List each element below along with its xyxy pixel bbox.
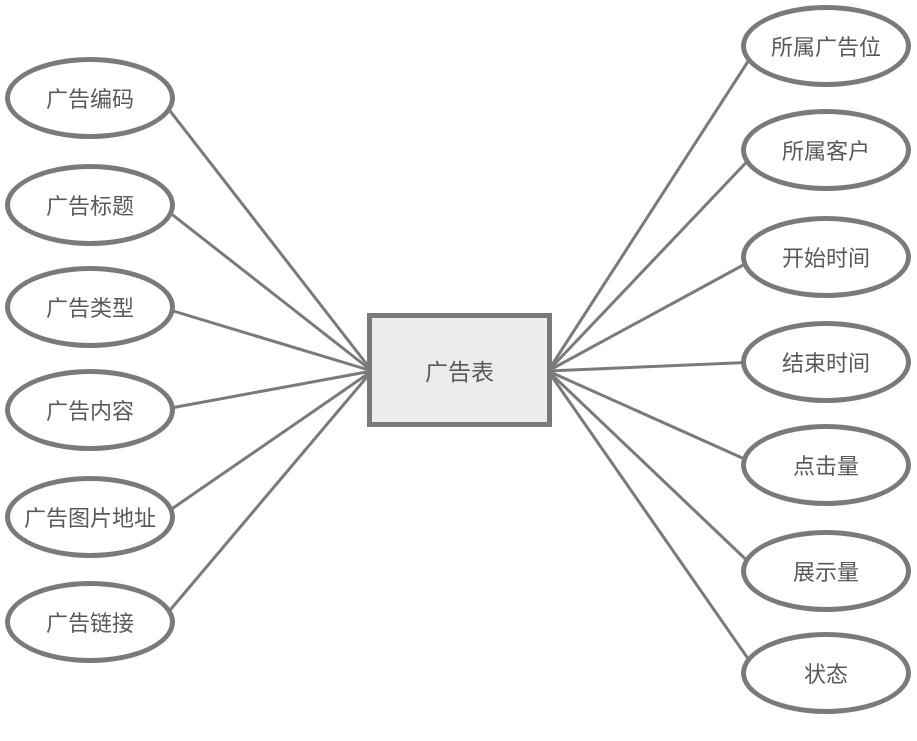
connector-ad-slot xyxy=(546,45,760,372)
attribute-node-ad-code: 广告编码 xyxy=(5,57,175,139)
connector-ad-link xyxy=(158,370,374,623)
attribute-node-customer: 所属客户 xyxy=(741,109,911,191)
connector-ad-code xyxy=(158,97,374,372)
connector-status xyxy=(546,370,760,674)
attribute-node-ad-title: 广告标题 xyxy=(5,164,175,246)
entity-box-ad-table: 广告表 xyxy=(367,313,552,427)
attribute-node-ad-image-url: 广告图片地址 xyxy=(5,476,175,558)
connector-clicks xyxy=(547,369,759,467)
attribute-node-start-time: 开始时间 xyxy=(741,216,911,298)
attribute-node-clicks: 点击量 xyxy=(741,424,911,506)
attribute-node-status: 状态 xyxy=(741,632,911,714)
attribute-node-ad-slot: 所属广告位 xyxy=(741,5,911,87)
connector-customer xyxy=(546,148,760,373)
attribute-node-end-time: 结束时间 xyxy=(741,321,911,403)
attribute-node-ad-link: 广告链接 xyxy=(5,581,175,663)
connector-ad-image-url xyxy=(159,369,373,519)
connector-ad-content xyxy=(159,369,373,412)
connector-ad-title xyxy=(159,203,373,373)
connector-end-time xyxy=(547,360,759,373)
connector-start-time xyxy=(547,255,759,373)
attribute-node-ad-content: 广告内容 xyxy=(5,369,175,451)
connector-ad-type xyxy=(159,305,373,373)
attribute-node-ad-type: 广告类型 xyxy=(5,266,175,348)
connector-impressions xyxy=(546,369,760,573)
attribute-node-impressions: 展示量 xyxy=(741,530,911,612)
